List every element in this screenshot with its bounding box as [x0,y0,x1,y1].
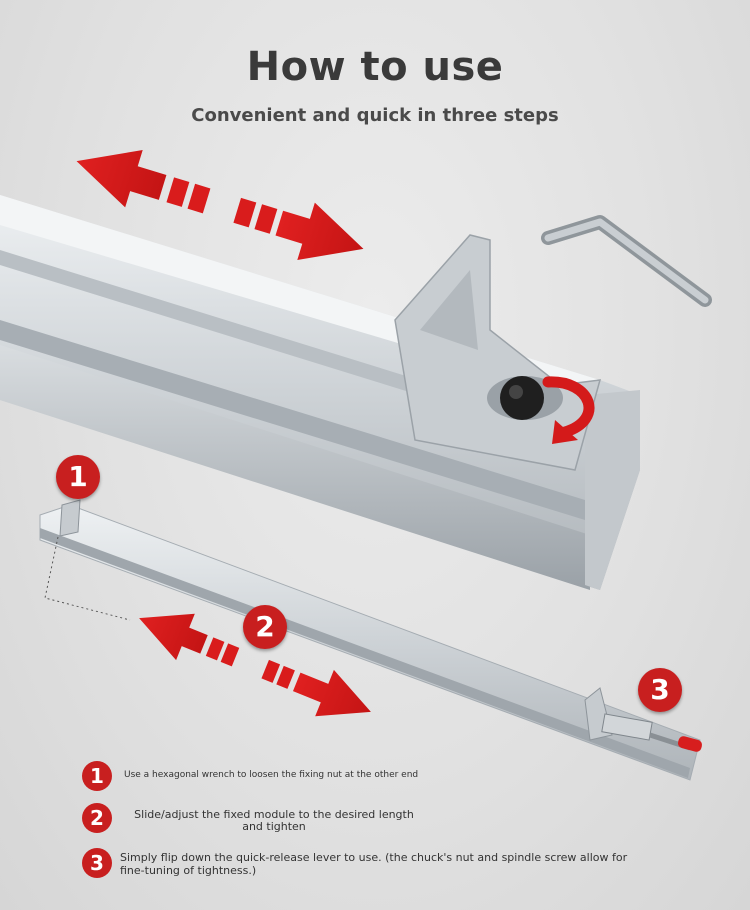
step-text: Simply flip down the quick-release lever… [120,851,628,877]
step-text: Use a hexagonal wrench to loosen the fix… [124,770,419,780]
long-rail [39,499,703,781]
step-1: 1 Use a hexagonal wrench to loosen the f… [82,761,642,791]
step-text: Slide/adjust the fixed module to the des… [134,808,414,833]
callout-badge-3: 3 [638,668,682,712]
step-3: 3 Simply flip down the quick-release lev… [82,848,642,880]
hex-wrench-icon [541,215,712,307]
double-arrow-icon [139,613,371,717]
page-subtitle: Convenient and quick in three steps [191,105,559,126]
double-arrow-icon [76,149,364,261]
step-number-badge: 3 [82,848,112,878]
aluminum-extrusion-closeup [0,195,640,590]
callout-leader-line [44,536,131,621]
step-number-badge: 2 [82,803,112,833]
step-number-badge: 1 [82,761,112,791]
rotate-arrow-icon [542,376,595,444]
callout-badge-2: 2 [243,605,287,649]
page-title: How to use [246,44,504,90]
step-2: 2 Slide/adjust the fixed module to the d… [82,803,642,835]
callout-badge-1: 1 [56,455,100,499]
